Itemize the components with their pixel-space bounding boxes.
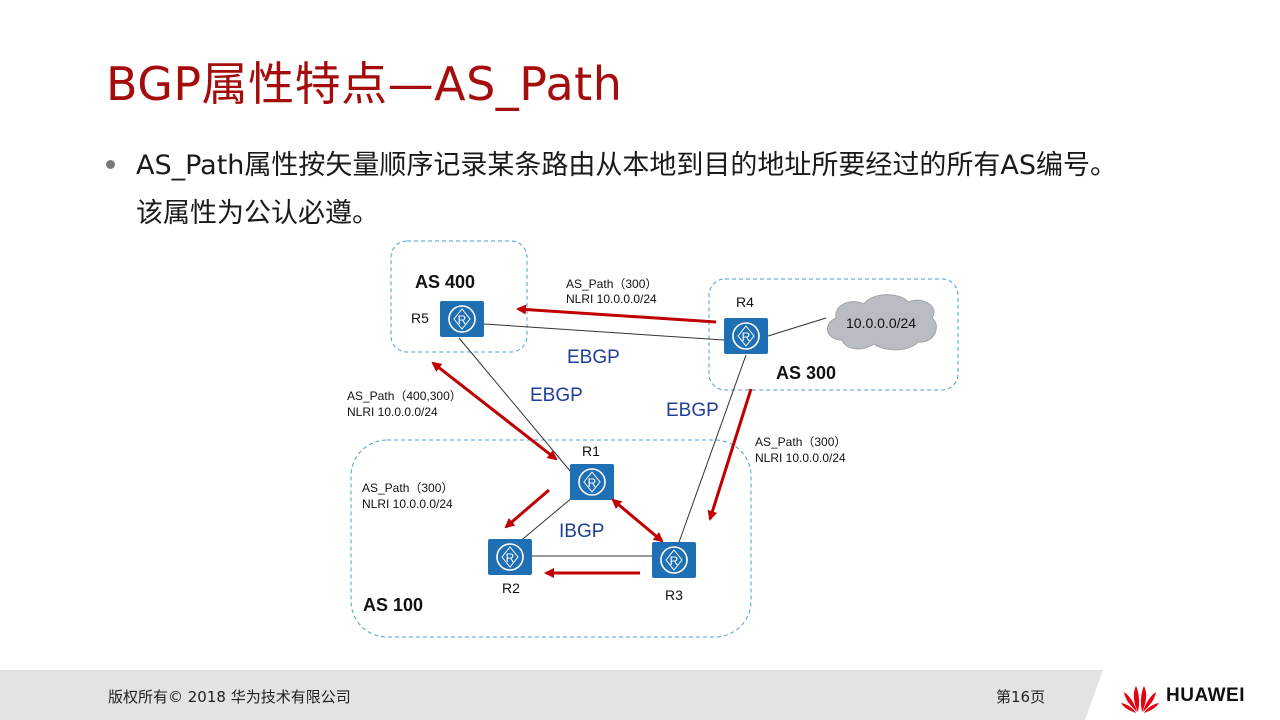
footer-page-number: 第16页 (996, 688, 1046, 706)
link-label-ebgp-r4-r3: EBGP (666, 400, 719, 421)
link-r5-r1 (458, 337, 577, 479)
router-r3[interactable]: R (652, 542, 696, 578)
router-r4[interactable]: R (724, 318, 768, 354)
bullet-text: AS_Path属性按矢量顺序记录某条路由从本地到目的地址所要经过的所有AS编号。… (136, 142, 1246, 238)
network-cloud: 10.0.0.0/24 (827, 294, 937, 351)
router-icon-letter: R (588, 476, 597, 490)
as-label-300: AS 300 (776, 363, 836, 383)
annotation-r4-r3-nlri: NLRI 10.0.0.0/24 (755, 451, 846, 465)
arrow-r1-r3-bidirectional (611, 498, 664, 543)
annotation-r4-r3-aspath: AS_Path（300） (755, 435, 846, 449)
cloud-label: 10.0.0.0/24 (846, 315, 916, 331)
router-icon-letter: R (458, 313, 467, 327)
bullet-line-1: AS_Path属性按矢量顺序记录某条路由从本地到目的地址所要经过的所有AS编号。 (136, 150, 1118, 181)
link-label-ebgp-r5-r4: EBGP (567, 347, 620, 368)
router-label-r1: R1 (582, 443, 600, 459)
huawei-petal-logo-icon (1121, 686, 1159, 713)
router-r2[interactable]: R (488, 539, 532, 575)
annotation-r1-r2-aspath: AS_Path（300） (362, 481, 453, 495)
bgp-topology-diagram: 10.0.0.0/24 R R R R R R5 R4 R1 R2 R3 (347, 240, 959, 638)
annotation-r1-r2-nlri: NLRI 10.0.0.0/24 (362, 497, 453, 511)
router-label-r4: R4 (736, 294, 754, 310)
annotation-r1-r5-nlri: NLRI 10.0.0.0/24 (347, 405, 438, 419)
annotation-r4-r5-nlri: NLRI 10.0.0.0/24 (566, 292, 657, 306)
as-label-400: AS 400 (415, 272, 475, 292)
router-icon-letter: R (506, 551, 515, 565)
router-r5[interactable]: R (440, 301, 484, 337)
router-label-r3: R3 (665, 587, 683, 603)
bullet-line-2: 该属性为公认必遵。 (136, 198, 379, 229)
footer-logo-area (1085, 670, 1280, 720)
slide-title: BGP属性特点—AS_Path (106, 57, 623, 111)
arrow-r4-to-r3 (707, 388, 753, 521)
link-r4-cloud (767, 317, 827, 337)
huawei-logo-text: HUAWEI (1166, 685, 1245, 706)
link-label-ebgp-r5-r1: EBGP (530, 385, 583, 406)
link-r5-r4 (483, 323, 725, 341)
as400-region (390, 240, 528, 353)
annotation-r1-r5-aspath: AS_Path（400,300） (347, 389, 462, 403)
arrow-r1-to-r2 (504, 488, 550, 529)
arrow-r1-r5-bidirectional (431, 361, 558, 461)
annotation-r4-r5-aspath: AS_Path（300） (566, 277, 657, 291)
link-r4-r3 (677, 354, 747, 546)
router-icon-letter: R (670, 554, 679, 568)
footer-copyright: 版权所有© 2018 华为技术有限公司 (108, 688, 351, 706)
footer-bar: 版权所有© 2018 华为技术有限公司 第16页 (0, 670, 1280, 720)
as-label-100: AS 100 (363, 595, 423, 615)
bullet-dot (106, 160, 115, 169)
router-label-r2: R2 (502, 580, 520, 596)
router-label-r5: R5 (411, 310, 429, 326)
router-icon-letter: R (742, 330, 751, 344)
link-label-ibgp: IBGP (559, 521, 604, 542)
arrow-r4-to-r5 (516, 304, 717, 324)
as300-region (708, 278, 959, 391)
router-r1[interactable]: R (570, 464, 614, 500)
